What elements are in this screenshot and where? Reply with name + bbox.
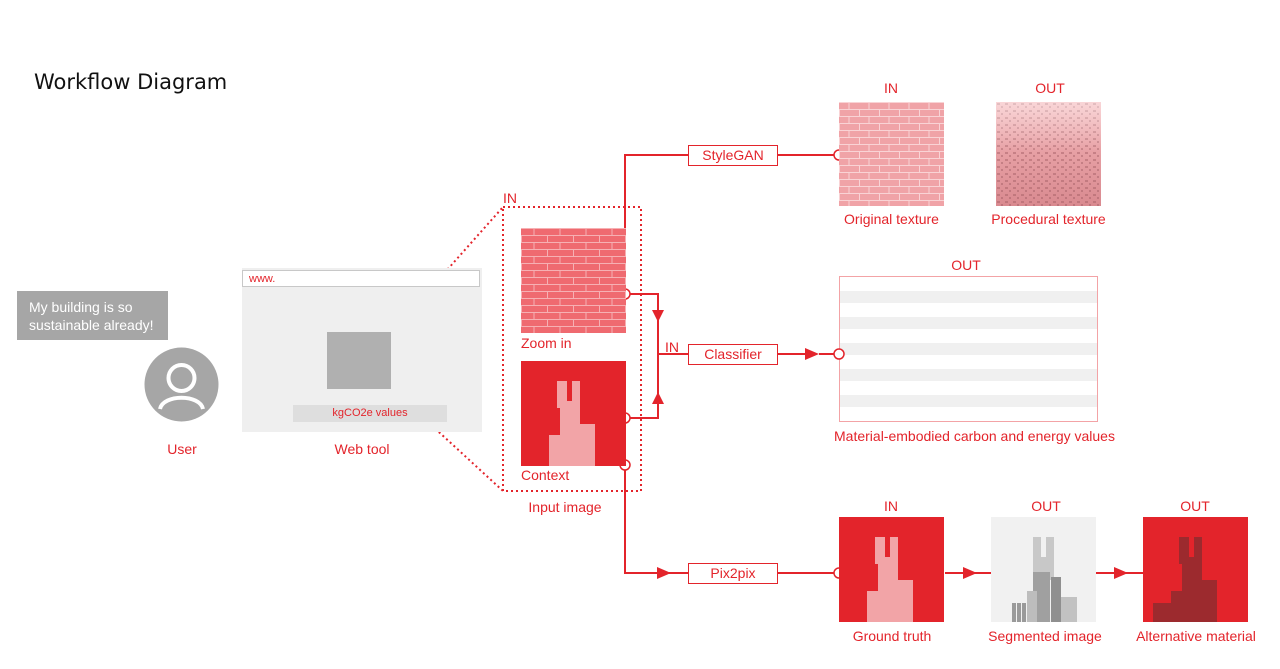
classifier-connector-dot <box>833 348 845 360</box>
diagram-title: Workflow Diagram <box>34 70 228 94</box>
zoom-in-brick-image <box>521 228 626 338</box>
input-image-label: Input image <box>528 499 602 515</box>
classifier-in-label: IN <box>665 339 679 355</box>
building-thumbnail[interactable] <box>327 332 391 389</box>
input-in-label: IN <box>503 190 517 206</box>
carbon-values-table <box>839 276 1098 422</box>
url-bar[interactable]: www. <box>242 270 480 287</box>
ground-truth-label: Ground truth <box>852 628 932 644</box>
pix2pix-out-label-2: OUT <box>1180 498 1210 514</box>
kgco2e-values-bar: kgCO2e values <box>293 405 447 422</box>
speech-bubble: My building is so sustainable already! <box>17 291 168 340</box>
zoom-in-label: Zoom in <box>521 335 572 351</box>
pix2pix-box: Pix2pix <box>688 563 778 584</box>
classifier-box: Classifier <box>688 344 778 365</box>
classifier-out-label: OUT <box>951 257 981 273</box>
carbon-values-label: Material-embodied carbon and energy valu… <box>834 428 1115 444</box>
context-image <box>521 361 626 471</box>
input-image-frame <box>502 206 642 492</box>
procedural-texture-label: Procedural texture <box>991 211 1106 227</box>
pix2pix-out-label-1: OUT <box>1031 498 1061 514</box>
alternative-material-label: Alternative material <box>1136 628 1256 644</box>
segmented-image-label: Segmented image <box>988 628 1102 644</box>
stylegan-out-label: OUT <box>1035 80 1065 96</box>
segmented-image <box>991 517 1096 627</box>
pix2pix-in-label: IN <box>884 498 898 514</box>
stylegan-in-label: IN <box>884 80 898 96</box>
original-texture-label: Original texture <box>844 211 939 227</box>
alternative-material-image <box>1143 517 1248 627</box>
ground-truth-image <box>839 517 944 627</box>
user-avatar-icon <box>144 347 219 427</box>
web-tool-label: Web tool <box>334 441 390 457</box>
user-label: User <box>167 441 197 457</box>
procedural-texture-image <box>996 102 1101 211</box>
stylegan-box: StyleGAN <box>688 145 778 166</box>
context-label: Context <box>521 467 570 483</box>
original-texture-image <box>839 102 944 211</box>
